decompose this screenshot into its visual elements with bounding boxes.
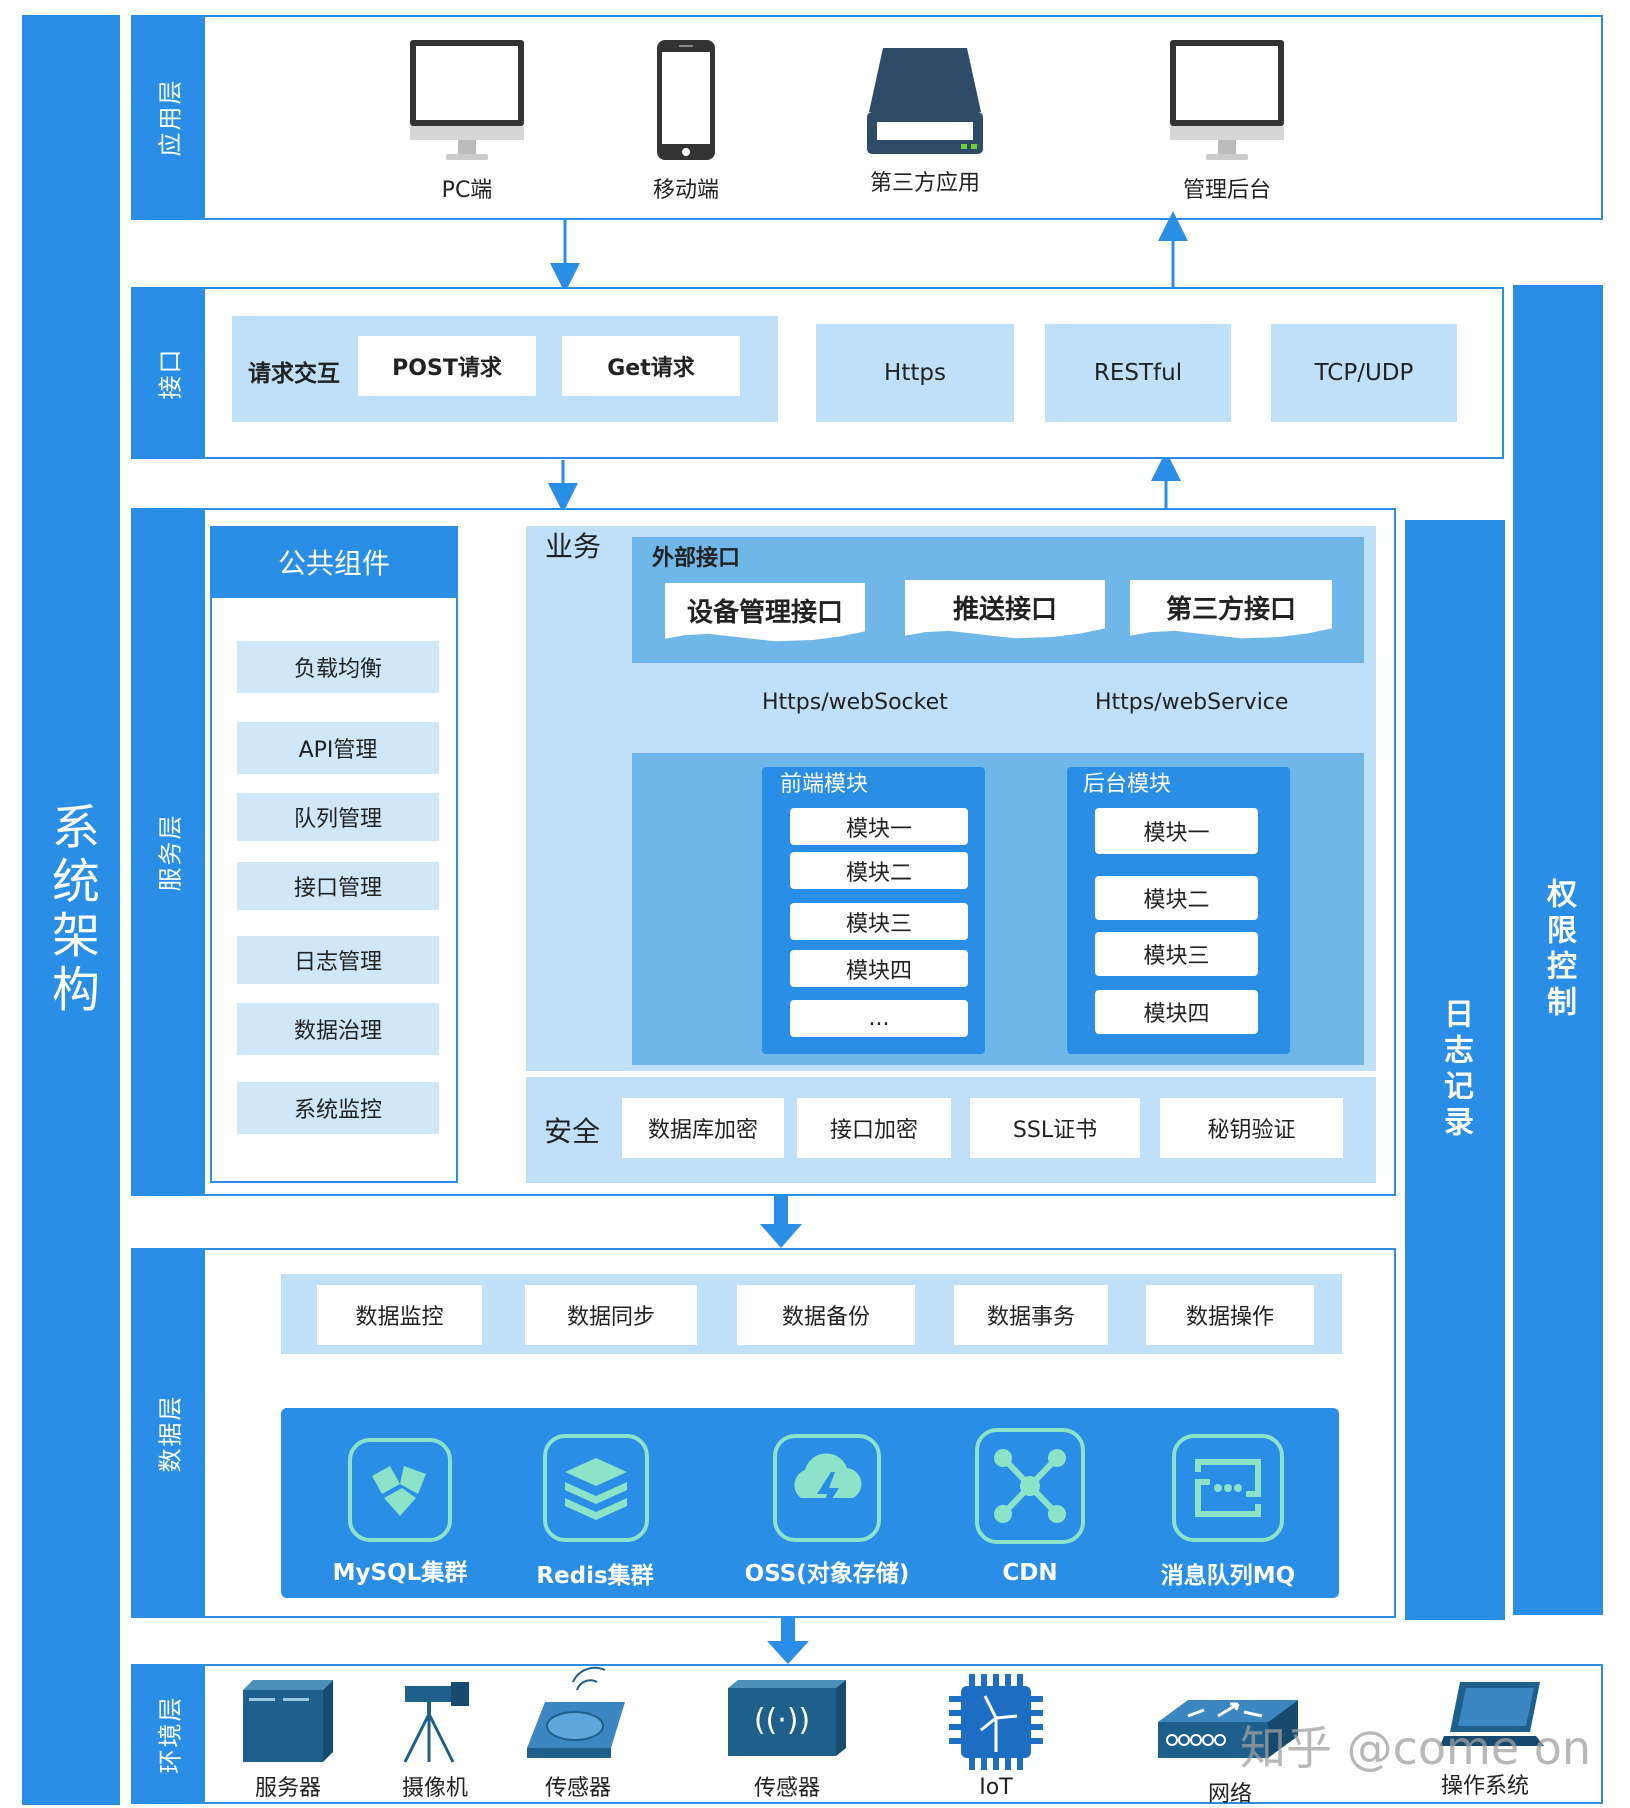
restful-box: RESTful [1045, 324, 1231, 422]
laptop-icon [1440, 1680, 1544, 1758]
data-layer-label: 数据层 [156, 1394, 185, 1472]
datastore-label: Redis集群 [536, 1563, 654, 1589]
frontend-module-item: 模块二 [790, 852, 968, 889]
security-item: 数据库加密 [622, 1098, 784, 1158]
camera-icon [395, 1680, 475, 1764]
datastore-label: MySQL集群 [332, 1560, 468, 1586]
permission-control-bar: 权限控制 [1513, 285, 1603, 1615]
common-item: 数据治理 [237, 1003, 439, 1055]
mq-icon [1170, 1432, 1286, 1544]
sensor-wave-icon: ((·)) [728, 1680, 846, 1756]
https-box: Https [816, 324, 1014, 422]
service-layer-tab: 服务层 [131, 508, 205, 1196]
backend-modules-title: 后台模块 [1083, 772, 1172, 797]
app-item-label: PC端 [441, 178, 493, 203]
system-architecture-bar: 系统架构 [22, 15, 120, 1805]
env-item-label: IoT [979, 1775, 1013, 1800]
data-op-item: 数据事务 [954, 1285, 1108, 1345]
third-party-interface: 第三方接口 [1130, 580, 1332, 639]
data-op-item: 数据同步 [525, 1285, 697, 1345]
data-op-item: 数据备份 [737, 1285, 915, 1345]
env-item-label: 服务器 [254, 1776, 321, 1801]
environment-layer-tab: 环境层 [131, 1664, 205, 1804]
frontend-module-item: ... [790, 1000, 968, 1037]
system-architecture-label: 系统架构 [43, 802, 99, 1018]
log-record-label: 日志记录 [1438, 998, 1473, 1142]
business-title: 业务 [545, 530, 602, 563]
common-item: 系统监控 [237, 1082, 439, 1134]
env-item-label: 操作系统 [1440, 1774, 1529, 1799]
app-item-label: 第三方应用 [869, 171, 980, 196]
cdn-icon [973, 1426, 1087, 1546]
common-item: 队列管理 [237, 793, 439, 841]
interface-layer-label: 接口 [156, 347, 185, 399]
server-icon [243, 1680, 333, 1762]
mysql-icon [346, 1436, 454, 1544]
datastore-label: CDN [1002, 1560, 1058, 1586]
env-item-label: 摄像机 [401, 1776, 468, 1801]
environment-layer [131, 1664, 1603, 1804]
permission-control-label: 权限控制 [1541, 878, 1576, 1022]
watermark: 知乎 @come on [1240, 1721, 1592, 1775]
redis-icon [541, 1432, 651, 1544]
security-item: 接口加密 [797, 1098, 951, 1158]
backend-module-item: 模块四 [1095, 990, 1258, 1034]
data-op-item: 数据监控 [317, 1285, 482, 1345]
request-interaction-title: 请求交互 [248, 361, 340, 387]
env-item-label: 网络 [1207, 1782, 1252, 1807]
app-item-label: 移动端 [652, 178, 719, 203]
monitor-icon [408, 38, 526, 163]
monitor-icon [1168, 38, 1286, 163]
backend-module-item: 模块三 [1095, 932, 1258, 976]
frontend-module-item: 模块一 [790, 808, 968, 845]
external-interface-title: 外部接口 [652, 546, 741, 571]
iot-chip-icon [945, 1672, 1047, 1772]
common-item: API管理 [237, 722, 439, 774]
backend-module-item: 模块二 [1095, 876, 1258, 920]
sensor-icon [525, 1662, 631, 1762]
security-item: 秘钥验证 [1160, 1098, 1343, 1158]
frontend-module-item: 模块四 [790, 950, 968, 987]
common-item: 日志管理 [237, 936, 439, 984]
security-item: SSL证书 [970, 1098, 1140, 1158]
network-switch-icon [1158, 1680, 1298, 1758]
common-components-title: 公共组件 [210, 526, 458, 598]
app-item-label: 管理后台 [1182, 178, 1271, 203]
service-layer-label: 服务层 [156, 813, 185, 891]
environment-layer-label: 环境层 [156, 1695, 185, 1773]
common-item: 负载均衡 [237, 641, 439, 693]
push-interface: 推送接口 [905, 580, 1105, 639]
common-components-panel [210, 526, 458, 1183]
oss-icon [771, 1432, 883, 1544]
phone-icon [655, 38, 717, 163]
protocol-right-label: Https/webService [1095, 690, 1289, 715]
application-layer-tab: 应用层 [131, 15, 205, 220]
tcp-udp-box: TCP/UDP [1271, 324, 1457, 422]
get-request-box: Get请求 [562, 336, 740, 396]
svg-text:((·)): ((·)) [754, 1703, 810, 1738]
datastore-label: 消息队列MQ [1160, 1563, 1296, 1589]
device-management-interface: 设备管理接口 [665, 583, 865, 642]
interface-layer-tab: 接口 [131, 287, 205, 459]
security-title: 安全 [544, 1115, 601, 1148]
backend-module-item: 模块一 [1095, 808, 1258, 854]
scanner-icon [865, 42, 985, 157]
post-request-box: POST请求 [358, 336, 536, 396]
data-op-item: 数据操作 [1146, 1285, 1314, 1345]
frontend-module-item: 模块三 [790, 903, 968, 940]
frontend-modules-title: 前端模块 [780, 772, 869, 797]
common-item: 接口管理 [237, 862, 439, 910]
env-item-label: 传感器 [753, 1776, 820, 1801]
protocol-left-label: Https/webSocket [762, 690, 948, 715]
datastore-label: OSS(对象存储) [744, 1561, 910, 1587]
data-layer-tab: 数据层 [131, 1248, 205, 1618]
env-item-label: 传感器 [544, 1776, 611, 1801]
log-record-bar: 日志记录 [1405, 520, 1505, 1620]
